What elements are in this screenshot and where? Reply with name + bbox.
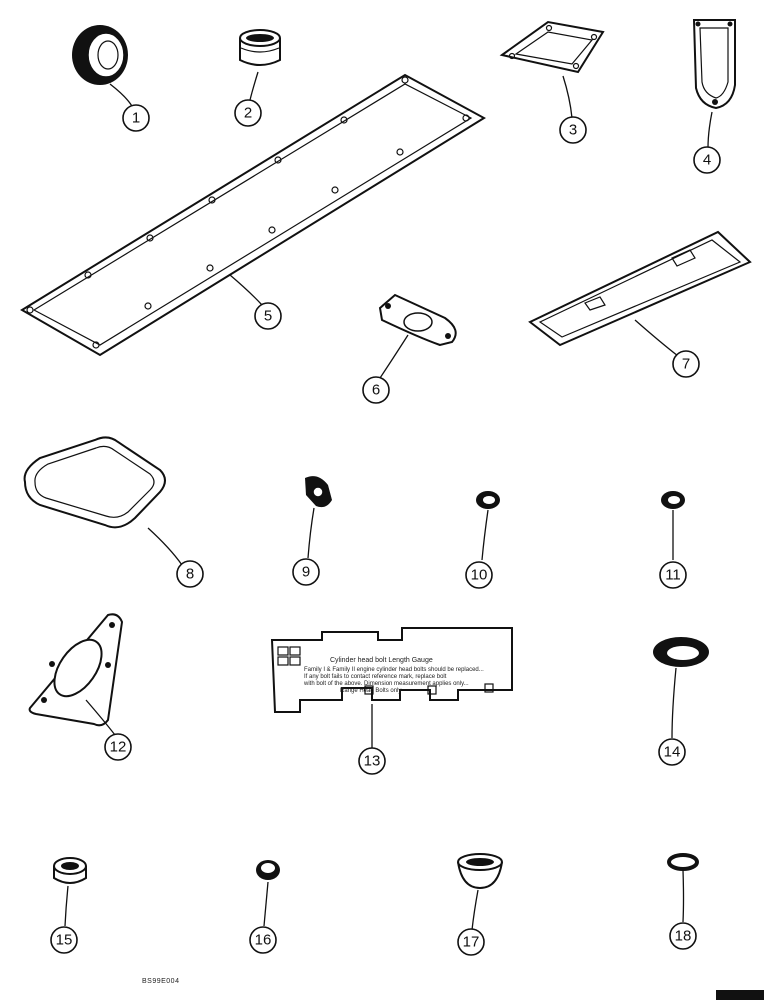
- callout-10: 10: [465, 561, 493, 589]
- svg-text:16: 16: [255, 932, 272, 949]
- part-6-gasket: [378, 293, 457, 347]
- svg-text:8: 8: [186, 566, 194, 583]
- callout-12: 12: [104, 733, 132, 761]
- svg-text:12: 12: [110, 739, 127, 756]
- callout-2: 2: [234, 99, 262, 127]
- callout-16: 16: [249, 926, 277, 954]
- gauge-text-line1: Family I & Family II engine cylinder hea…: [304, 667, 484, 673]
- svg-text:17: 17: [463, 934, 480, 951]
- svg-text:1: 1: [132, 110, 140, 127]
- part-3-gasket: [499, 20, 605, 74]
- svg-text:3: 3: [569, 122, 577, 139]
- svg-text:11: 11: [665, 567, 681, 584]
- part-10-washer: [476, 491, 500, 509]
- part-15-plug: [53, 857, 87, 884]
- corner-mark: [716, 990, 764, 1000]
- callout-13: 13: [358, 747, 386, 775]
- callout-8: 8: [176, 560, 204, 588]
- part-8-gasket: [23, 436, 166, 529]
- callout-1: 1: [122, 104, 150, 132]
- figure-code: BS99E004: [142, 978, 180, 985]
- part-7-gasket: [528, 230, 752, 347]
- part-9-clip: [305, 476, 332, 508]
- svg-text:9: 9: [302, 564, 310, 581]
- svg-text:13: 13: [364, 753, 381, 770]
- callout-15: 15: [50, 926, 78, 954]
- callout-14: 14: [658, 738, 686, 766]
- gauge-text-line2: If any bolt fails to contact reference m…: [304, 674, 447, 680]
- svg-text:14: 14: [664, 744, 681, 761]
- part-14-washer: [653, 637, 709, 667]
- svg-text:2: 2: [244, 105, 252, 122]
- part-2-plug: [239, 29, 281, 66]
- part-16-plug: [256, 860, 280, 880]
- callout-11: 11: [659, 561, 687, 589]
- svg-text:6: 6: [372, 382, 380, 399]
- part-12-gasket: [28, 613, 124, 727]
- callout-4: 4: [693, 146, 721, 174]
- part-5-gasket: [20, 73, 486, 357]
- callout-17: 17: [457, 928, 485, 956]
- gauge-text-line3: with bolt of the above. Dimension measur…: [303, 681, 469, 687]
- callout-7: 7: [672, 350, 700, 378]
- callout-6: 6: [362, 376, 390, 404]
- part-18-oring: [667, 853, 699, 871]
- callout-18: 18: [669, 922, 697, 950]
- gauge-title: Cylinder head bolt Length Gauge: [330, 657, 433, 664]
- gauge-text-line4: Range Head Bolts only: [340, 688, 401, 694]
- svg-text:7: 7: [682, 356, 690, 373]
- callout-5: 5: [254, 302, 282, 330]
- svg-text:18: 18: [675, 928, 692, 945]
- part-1-seal: [72, 25, 128, 85]
- part-4-gasket: [692, 19, 736, 110]
- svg-text:15: 15: [56, 932, 73, 949]
- svg-text:5: 5: [264, 308, 272, 325]
- part-13-gauge: Cylinder head bolt Length Gauge Family I…: [270, 627, 513, 713]
- callout-3: 3: [559, 116, 587, 144]
- part-17-cup: [457, 853, 503, 890]
- svg-text:4: 4: [703, 152, 711, 169]
- part-11-washer: [661, 491, 685, 509]
- callout-9: 9: [292, 558, 320, 586]
- svg-text:10: 10: [471, 567, 488, 584]
